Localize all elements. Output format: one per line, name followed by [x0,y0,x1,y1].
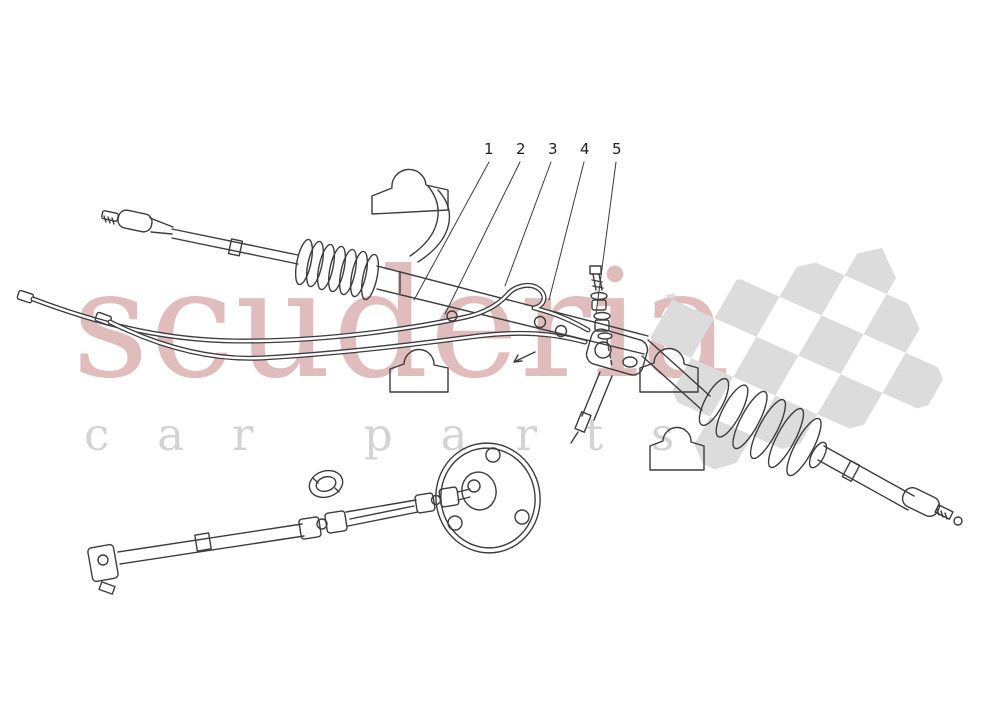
clamp-mid-left [389,348,449,393]
left-boot [294,238,380,301]
fitting-stack [589,265,613,367]
hydraulic-hoses [16,282,591,361]
lock-ring [308,469,344,499]
clamp-right [649,426,705,471]
upper-clamp [371,168,451,263]
callout-5[interactable]: 5 [612,140,622,158]
callout-1[interactable]: 1 [484,140,494,158]
callout-4[interactable]: 4 [580,140,590,158]
steering-column [87,486,471,595]
callout-leaders [413,161,617,315]
valve-housing [570,328,649,444]
clamp-mid-right [639,347,699,393]
flow-arrow [513,351,536,363]
callout-3[interactable]: 3 [548,140,558,158]
left-tie-rod [101,209,299,265]
cover-plate [435,442,541,554]
right-boot [641,339,828,477]
callout-2[interactable]: 2 [516,140,526,158]
right-tie-rod [817,445,963,526]
